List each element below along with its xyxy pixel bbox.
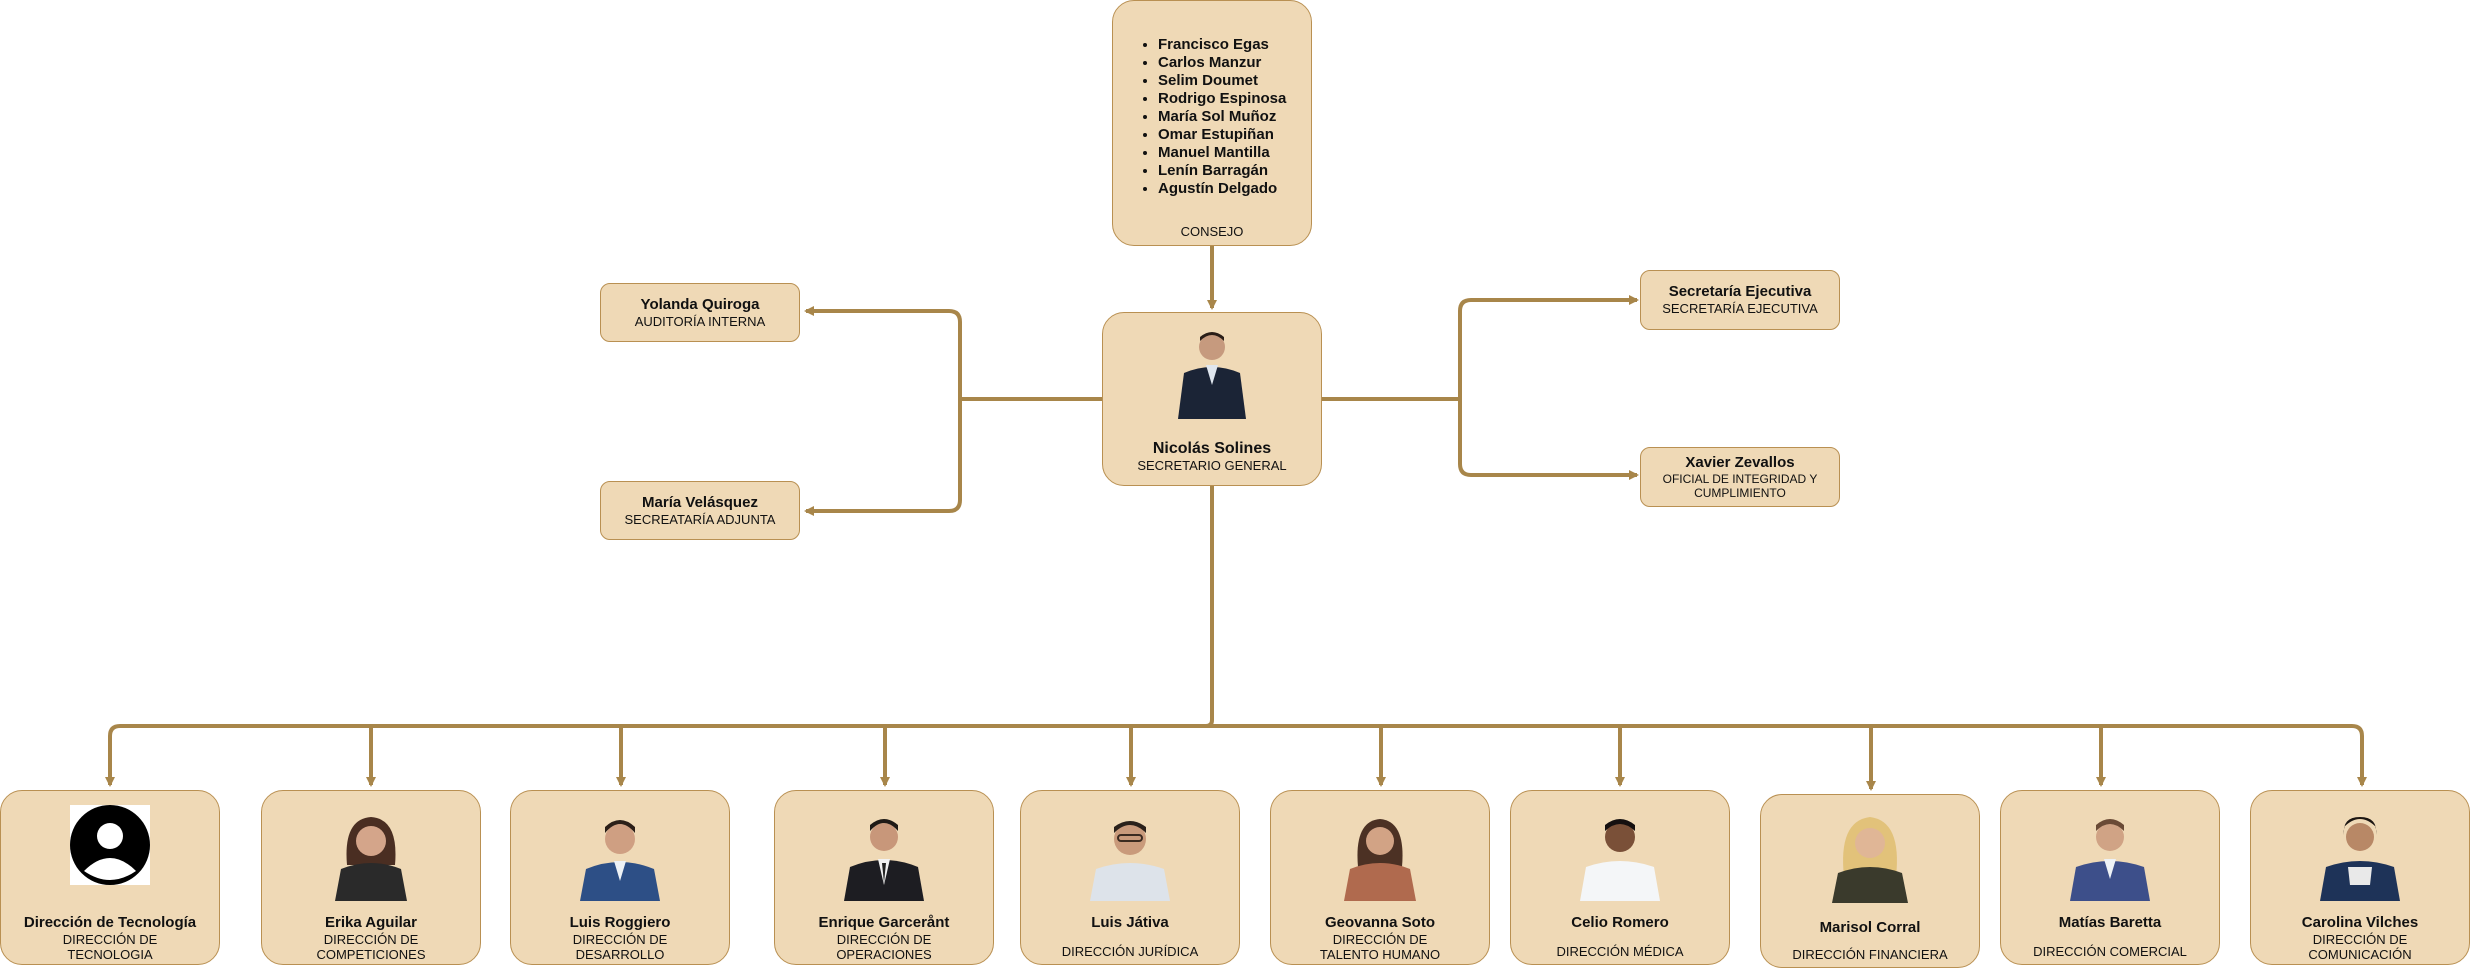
person-photo-icon xyxy=(335,817,407,901)
director-role: DIRECCIÓN MÉDICA xyxy=(1556,944,1684,959)
staff-box-auditoria: Yolanda Quiroga AUDITORÍA INTERNA xyxy=(600,283,800,342)
secretary-box: Nicolás Solines SECRETARIO GENERAL xyxy=(1102,312,1322,486)
staff-name: María Velásquez xyxy=(642,494,758,511)
person-photo-icon xyxy=(2320,817,2400,901)
staff-box-integridad: Xavier Zevallos OFICIAL DE INTEGRIDAD Y … xyxy=(1640,447,1840,507)
board-member: Selim Doumet xyxy=(1158,72,1311,90)
director-box: Carolina Vilches DIRECCIÓN DE COMUNICACI… xyxy=(2250,790,2470,965)
director-box: Luis Játiva DIRECCIÓN JURÍDICA xyxy=(1020,790,1240,965)
secretary-name: Nicolás Solines xyxy=(1152,440,1272,457)
director-name: Enrique Garcerånt xyxy=(818,914,950,931)
board-member: Agustín Delgado xyxy=(1158,180,1311,198)
director-box: Geovanna Soto DIRECCIÓN DE TALENTO HUMAN… xyxy=(1270,790,1490,965)
person-photo-icon xyxy=(1344,819,1416,901)
person-photo-icon xyxy=(1832,817,1908,903)
board-box: Francisco Egas Carlos Manzur Selim Doume… xyxy=(1112,0,1312,246)
staff-name: Secretaría Ejecutiva xyxy=(1668,283,1812,300)
board-member: Lenín Barragán xyxy=(1158,162,1311,180)
default-avatar-icon xyxy=(70,805,150,885)
director-role: DIRECCIÓN JURÍDICA xyxy=(1061,944,1199,959)
director-name: Erika Aguilar xyxy=(325,914,417,931)
staff-box-adjunta: María Velásquez SECREATARÍA ADJUNTA xyxy=(600,481,800,540)
person-photo-icon xyxy=(1580,819,1660,901)
director-box: Celio Romero DIRECCIÓN MÉDICA xyxy=(1510,790,1730,965)
director-role: DIRECCIÓN DE COMUNICACIÓN xyxy=(2308,932,2412,962)
director-role: DIRECCIÓN DE DESARROLLO xyxy=(572,932,668,962)
staff-role: SECREATARÍA ADJUNTA xyxy=(624,512,776,527)
person-photo-icon xyxy=(1178,332,1246,419)
director-role: DIRECCIÓN DE COMPETICIONES xyxy=(316,932,426,962)
secretary-role: SECRETARIO GENERAL xyxy=(1137,458,1287,473)
board-member: Omar Estupiñan xyxy=(1158,126,1311,144)
director-role: DIRECCIÓN DE TALENTO HUMANO xyxy=(1319,932,1441,962)
connector-to-ejecutiva xyxy=(1458,295,1639,399)
board-member: María Sol Muñoz xyxy=(1158,108,1311,126)
staff-role: OFICIAL DE INTEGRIDAD Y CUMPLIMIENTO xyxy=(1662,472,1818,500)
director-role: DIRECCIÓN DE OPERACIONES xyxy=(836,932,932,962)
connector-to-auditoria xyxy=(804,306,962,399)
director-name: Luis Roggiero xyxy=(569,914,671,931)
connector-to-integridad xyxy=(1458,399,1639,480)
staff-box-ejecutiva: Secretaría Ejecutiva SECRETARÍA EJECUTIV… xyxy=(1640,270,1840,330)
director-name: Matías Baretta xyxy=(2058,914,2162,931)
director-name: Carolina Vilches xyxy=(2301,914,2419,931)
director-box: Luis Roggiero DIRECCIÓN DE DESARROLLO xyxy=(510,790,730,965)
person-photo-icon xyxy=(2070,819,2150,901)
board-member: Francisco Egas xyxy=(1158,36,1311,54)
staff-role: SECRETARÍA EJECUTIVA xyxy=(1662,301,1818,316)
person-photo-icon xyxy=(844,819,924,901)
person-photo-icon xyxy=(1090,821,1170,901)
staff-name: Xavier Zevallos xyxy=(1685,454,1795,471)
board-member: Rodrigo Espinosa xyxy=(1158,90,1311,108)
director-name: Celio Romero xyxy=(1571,914,1669,931)
director-name: Dirección de Tecnología xyxy=(23,914,197,931)
director-box: Enrique Garcerånt DIRECCIÓN DE OPERACION… xyxy=(774,790,994,965)
board-member: Carlos Manzur xyxy=(1158,54,1311,72)
director-name: Luis Játiva xyxy=(1091,914,1169,931)
connector-down-trunk xyxy=(1205,486,1214,728)
director-role: DIRECCIÓN FINANCIERA xyxy=(1792,947,1948,962)
connector-to-adjunta xyxy=(804,399,962,516)
director-box: Marisol Corral DIRECCIÓN FINANCIERA xyxy=(1760,794,1980,968)
board-member: Manuel Mantilla xyxy=(1158,144,1311,162)
director-box: Erika Aguilar DIRECCIÓN DE COMPETICIONES xyxy=(261,790,481,965)
staff-role: AUDITORÍA INTERNA xyxy=(634,314,766,329)
director-role: DIRECCIÓN DE TECNOLOGIA xyxy=(62,932,158,962)
director-name: Geovanna Soto xyxy=(1324,914,1436,931)
board-members-list: Francisco Egas Carlos Manzur Selim Doume… xyxy=(1113,36,1311,198)
director-box: Dirección de Tecnología DIRECCIÓN DE TEC… xyxy=(0,790,220,965)
director-role: DIRECCIÓN COMERCIAL xyxy=(2033,944,2187,959)
staff-name: Yolanda Quiroga xyxy=(640,296,760,313)
person-photo-icon xyxy=(580,820,660,901)
board-label: CONSEJO xyxy=(1180,224,1244,239)
director-box: Matías Baretta DIRECCIÓN COMERCIAL xyxy=(2000,790,2220,965)
director-name: Marisol Corral xyxy=(1819,919,1921,936)
